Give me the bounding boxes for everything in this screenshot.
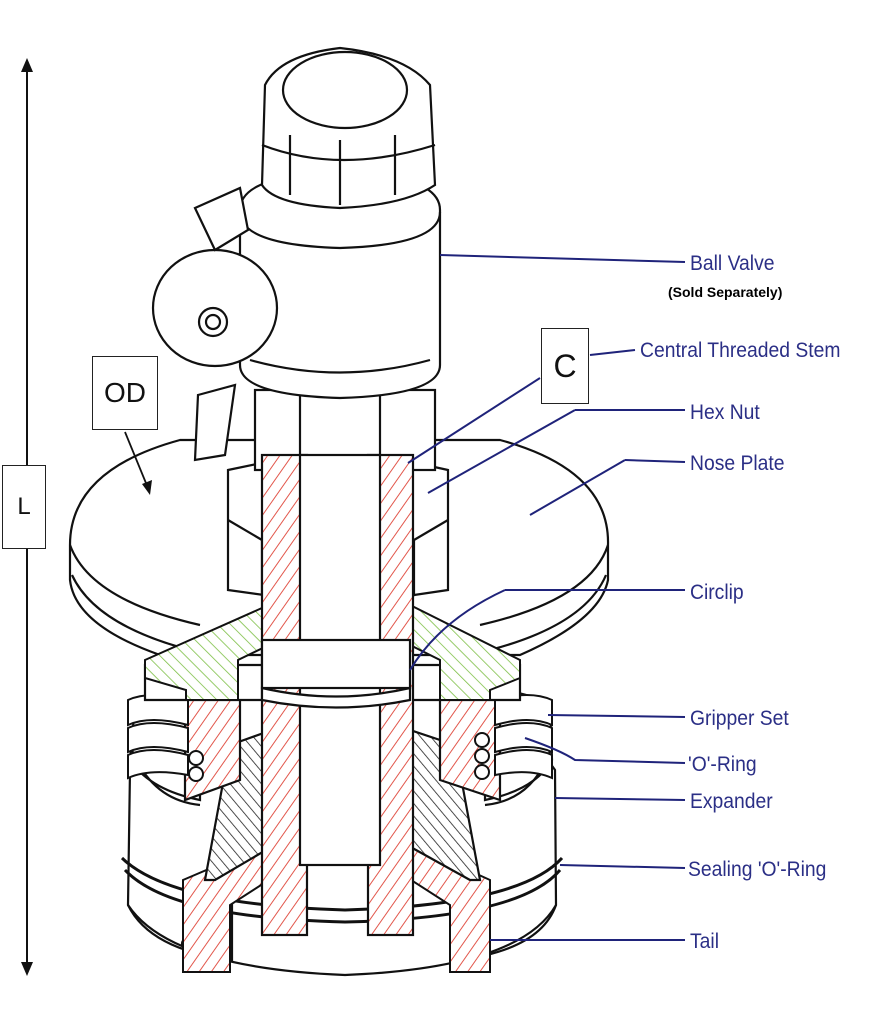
sealing-o-ring-label: Sealing 'O'-Ring bbox=[688, 858, 827, 881]
dimension-box-c: C bbox=[541, 328, 589, 404]
dimension-box-od: OD bbox=[92, 356, 158, 430]
hex-nut-label: Hex Nut bbox=[690, 401, 760, 424]
gripper-set bbox=[127, 694, 553, 782]
sold-separately-note: (Sold Separately) bbox=[668, 284, 783, 300]
central-threaded-stem-label: Central Threaded Stem bbox=[640, 339, 841, 362]
circlip-label: Circlip bbox=[690, 581, 744, 604]
nose-plate-label: Nose Plate bbox=[690, 452, 785, 475]
od-arrow bbox=[124, 431, 152, 495]
o-ring-label: 'O'-Ring bbox=[688, 753, 757, 776]
leader-lines bbox=[407, 254, 686, 941]
central-stem bbox=[253, 388, 437, 937]
expander-label: Expander bbox=[690, 790, 773, 813]
ball-valve-label: Ball Valve bbox=[690, 252, 775, 275]
dimension-box-l: L bbox=[2, 465, 46, 549]
tail-label: Tail bbox=[690, 930, 719, 953]
ball-valve-part bbox=[151, 46, 442, 462]
gripper-set-label: Gripper Set bbox=[690, 707, 789, 730]
